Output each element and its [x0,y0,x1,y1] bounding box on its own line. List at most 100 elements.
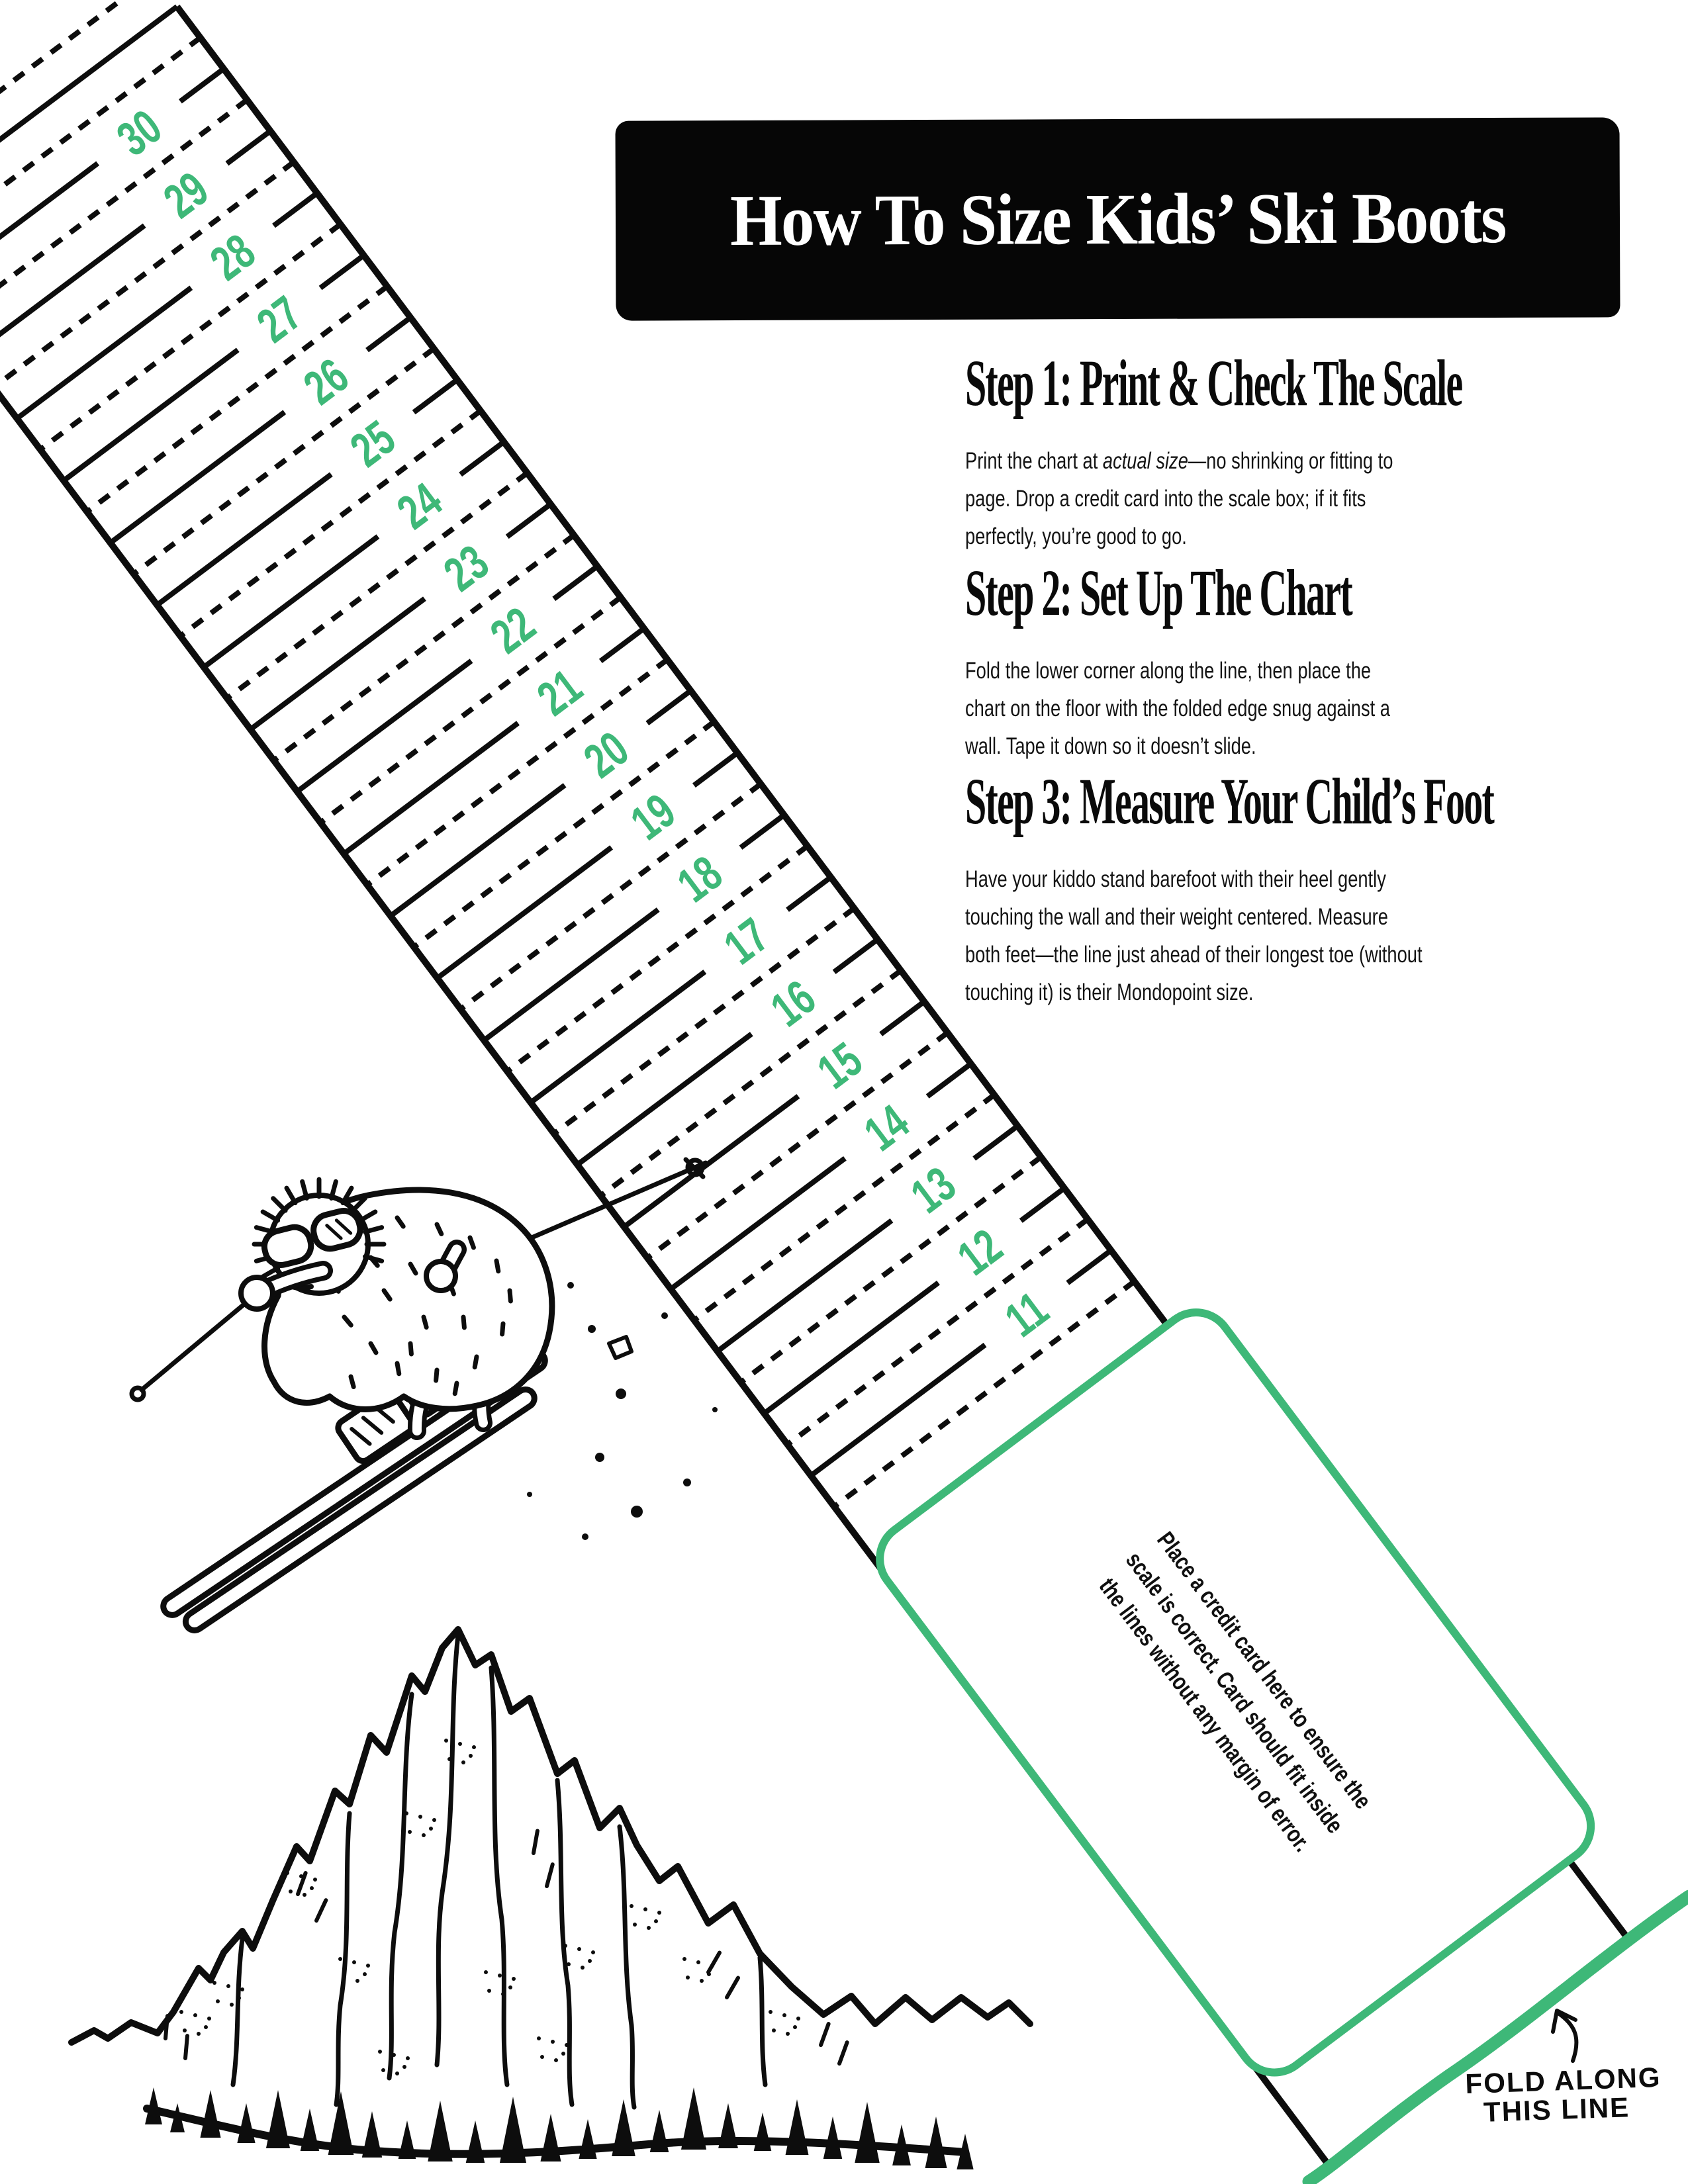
size-label-17: 17 [714,907,778,975]
tree-20 [823,2116,843,2159]
step-3-section: Step 3: Measure Your Child’s Foot Have y… [965,768,1688,1011]
shade-dot-2-4 [432,1818,436,1822]
half-size-tick-23.5 [225,471,529,701]
shade-dot-7-0 [212,1981,216,1985]
shade-dot-12-4 [565,2043,569,2047]
half-size-tick-20.5 [365,657,669,887]
size-label-26: 26 [294,348,358,416]
size-label-14: 14 [855,1094,919,1161]
shade-dot-10-4 [796,2017,800,2021]
tree-12 [540,2114,561,2161]
shade-dot-5-0 [563,1944,567,1948]
mountain-ridge-6 [617,1824,637,2110]
mitt-front [238,1275,275,1312]
shade-dot-4-5 [501,1992,505,1996]
shade-dot-0-0 [285,1871,289,1875]
fold-arrow-head-icon [1551,2009,1577,2034]
head-fur-spike-6 [284,1185,298,1206]
half-size-tick-26.5 [85,284,389,514]
tree-19 [785,2099,809,2155]
size-tick-13-right [972,1124,1019,1161]
shade-dot-9-1 [707,1972,711,1976]
tree-7 [361,2111,383,2158]
half-size-tick-13.5 [692,1093,996,1322]
size-label-30: 30 [107,99,171,167]
shade-dot-9-0 [682,1957,686,1961]
step-1-heading: Step 1: Print & Check The Scale [965,346,1463,420]
tree-16 [680,2087,707,2150]
size-tick-29-right [225,128,272,166]
page-title: How To Size Kids’ Ski Boots [729,177,1506,261]
ski-pole-back-basket [685,1158,705,1177]
size-label-11: 11 [996,1281,1058,1347]
size-tick-26-left [109,410,287,545]
size-label-12: 12 [948,1218,1012,1286]
shade-dot-1-4 [366,1964,370,1968]
half-size-tick-28.5 [0,159,296,390]
tree-10 [465,2120,485,2163]
mountain-ridge-2 [489,1665,510,2087]
size-tick-24-right [459,439,506,477]
mountain-ridge-7 [757,1955,768,2087]
half-size-tick-31.5 [0,0,156,203]
shade-dot-11-5 [395,2071,399,2075]
mountain-ridge-0 [434,1632,461,2068]
size-label-25: 25 [341,410,405,478]
size-tick-23-right [505,502,553,539]
shade-dot-0-2 [299,1874,303,1878]
mountain-hatch-6 [164,2014,169,2040]
half-size-tick-21.5 [318,595,623,825]
size-tick-14-left [669,1156,847,1291]
goggle-lens-right [310,1208,363,1252]
shade-dot-6-4 [657,1911,661,1915]
shade-dot-11-0 [378,2050,382,2054]
size-tick-30-right [178,66,226,104]
half-size-tick-29.5 [0,97,249,328]
snow-fleck-7 [527,1492,532,1497]
fold-arrow-icon [1556,2011,1579,2063]
fold-note-line1: FOLD ALONG [1465,2062,1662,2099]
fold-note-line2: THIS LINE [1483,2091,1630,2128]
size-tick-19-right [692,751,739,788]
fur-stroke-1 [395,1215,406,1229]
size-tick-17-left [529,970,707,1105]
shade-dot-0-3 [289,1889,293,1893]
tree-22 [892,2124,911,2165]
size-label-29: 29 [154,161,218,229]
mountain-hatch-5 [725,1976,740,1999]
shade-dot-0-5 [303,1893,306,1897]
size-label-20: 20 [574,721,638,788]
shade-dot-7-5 [230,2003,234,2007]
size-tick-28-right [272,191,319,228]
snow-fleck-2 [661,1312,668,1319]
shade-dot-9-4 [710,1964,714,1968]
step-2-section: Step 2: Set Up The Chart Fold the lower … [965,559,1688,765]
tree-8 [398,2120,416,2159]
size-tick-13-left [716,1218,894,1353]
size-tick-25-right [412,377,459,415]
step-1-section: Step 1: Print & Check The Scale Print th… [965,349,1688,555]
size-tick-15-left [622,1094,800,1230]
shade-dot-2-5 [422,1833,426,1837]
shade-dot-7-4 [240,1987,244,1991]
fur-stroke-19 [408,1341,414,1357]
half-size-tick-19.5 [412,719,716,950]
shade-dot-11-3 [381,2068,385,2072]
fur-stroke-2 [434,1222,444,1237]
size-tick-20-left [389,783,567,919]
goggle-glare-1 [325,1224,343,1240]
shade-dot-12-1 [561,2052,565,2056]
tree-2 [200,2090,221,2138]
size-tick-24-left [202,534,380,670]
size-tick-17-right [786,875,833,912]
fur-stroke-17 [421,1314,429,1330]
mountain-hatch-8 [819,2022,831,2047]
snow-chunk [607,1335,633,1360]
snow-fleck-4 [631,1506,643,1518]
goggles-group [261,1208,363,1268]
size-tick-12-left [763,1280,940,1416]
shade-dot-7-2 [226,1984,230,1988]
shade-dot-10-2 [782,2013,786,2017]
fur-stroke-11 [342,1314,353,1328]
shade-dot-2-1 [429,1827,433,1831]
